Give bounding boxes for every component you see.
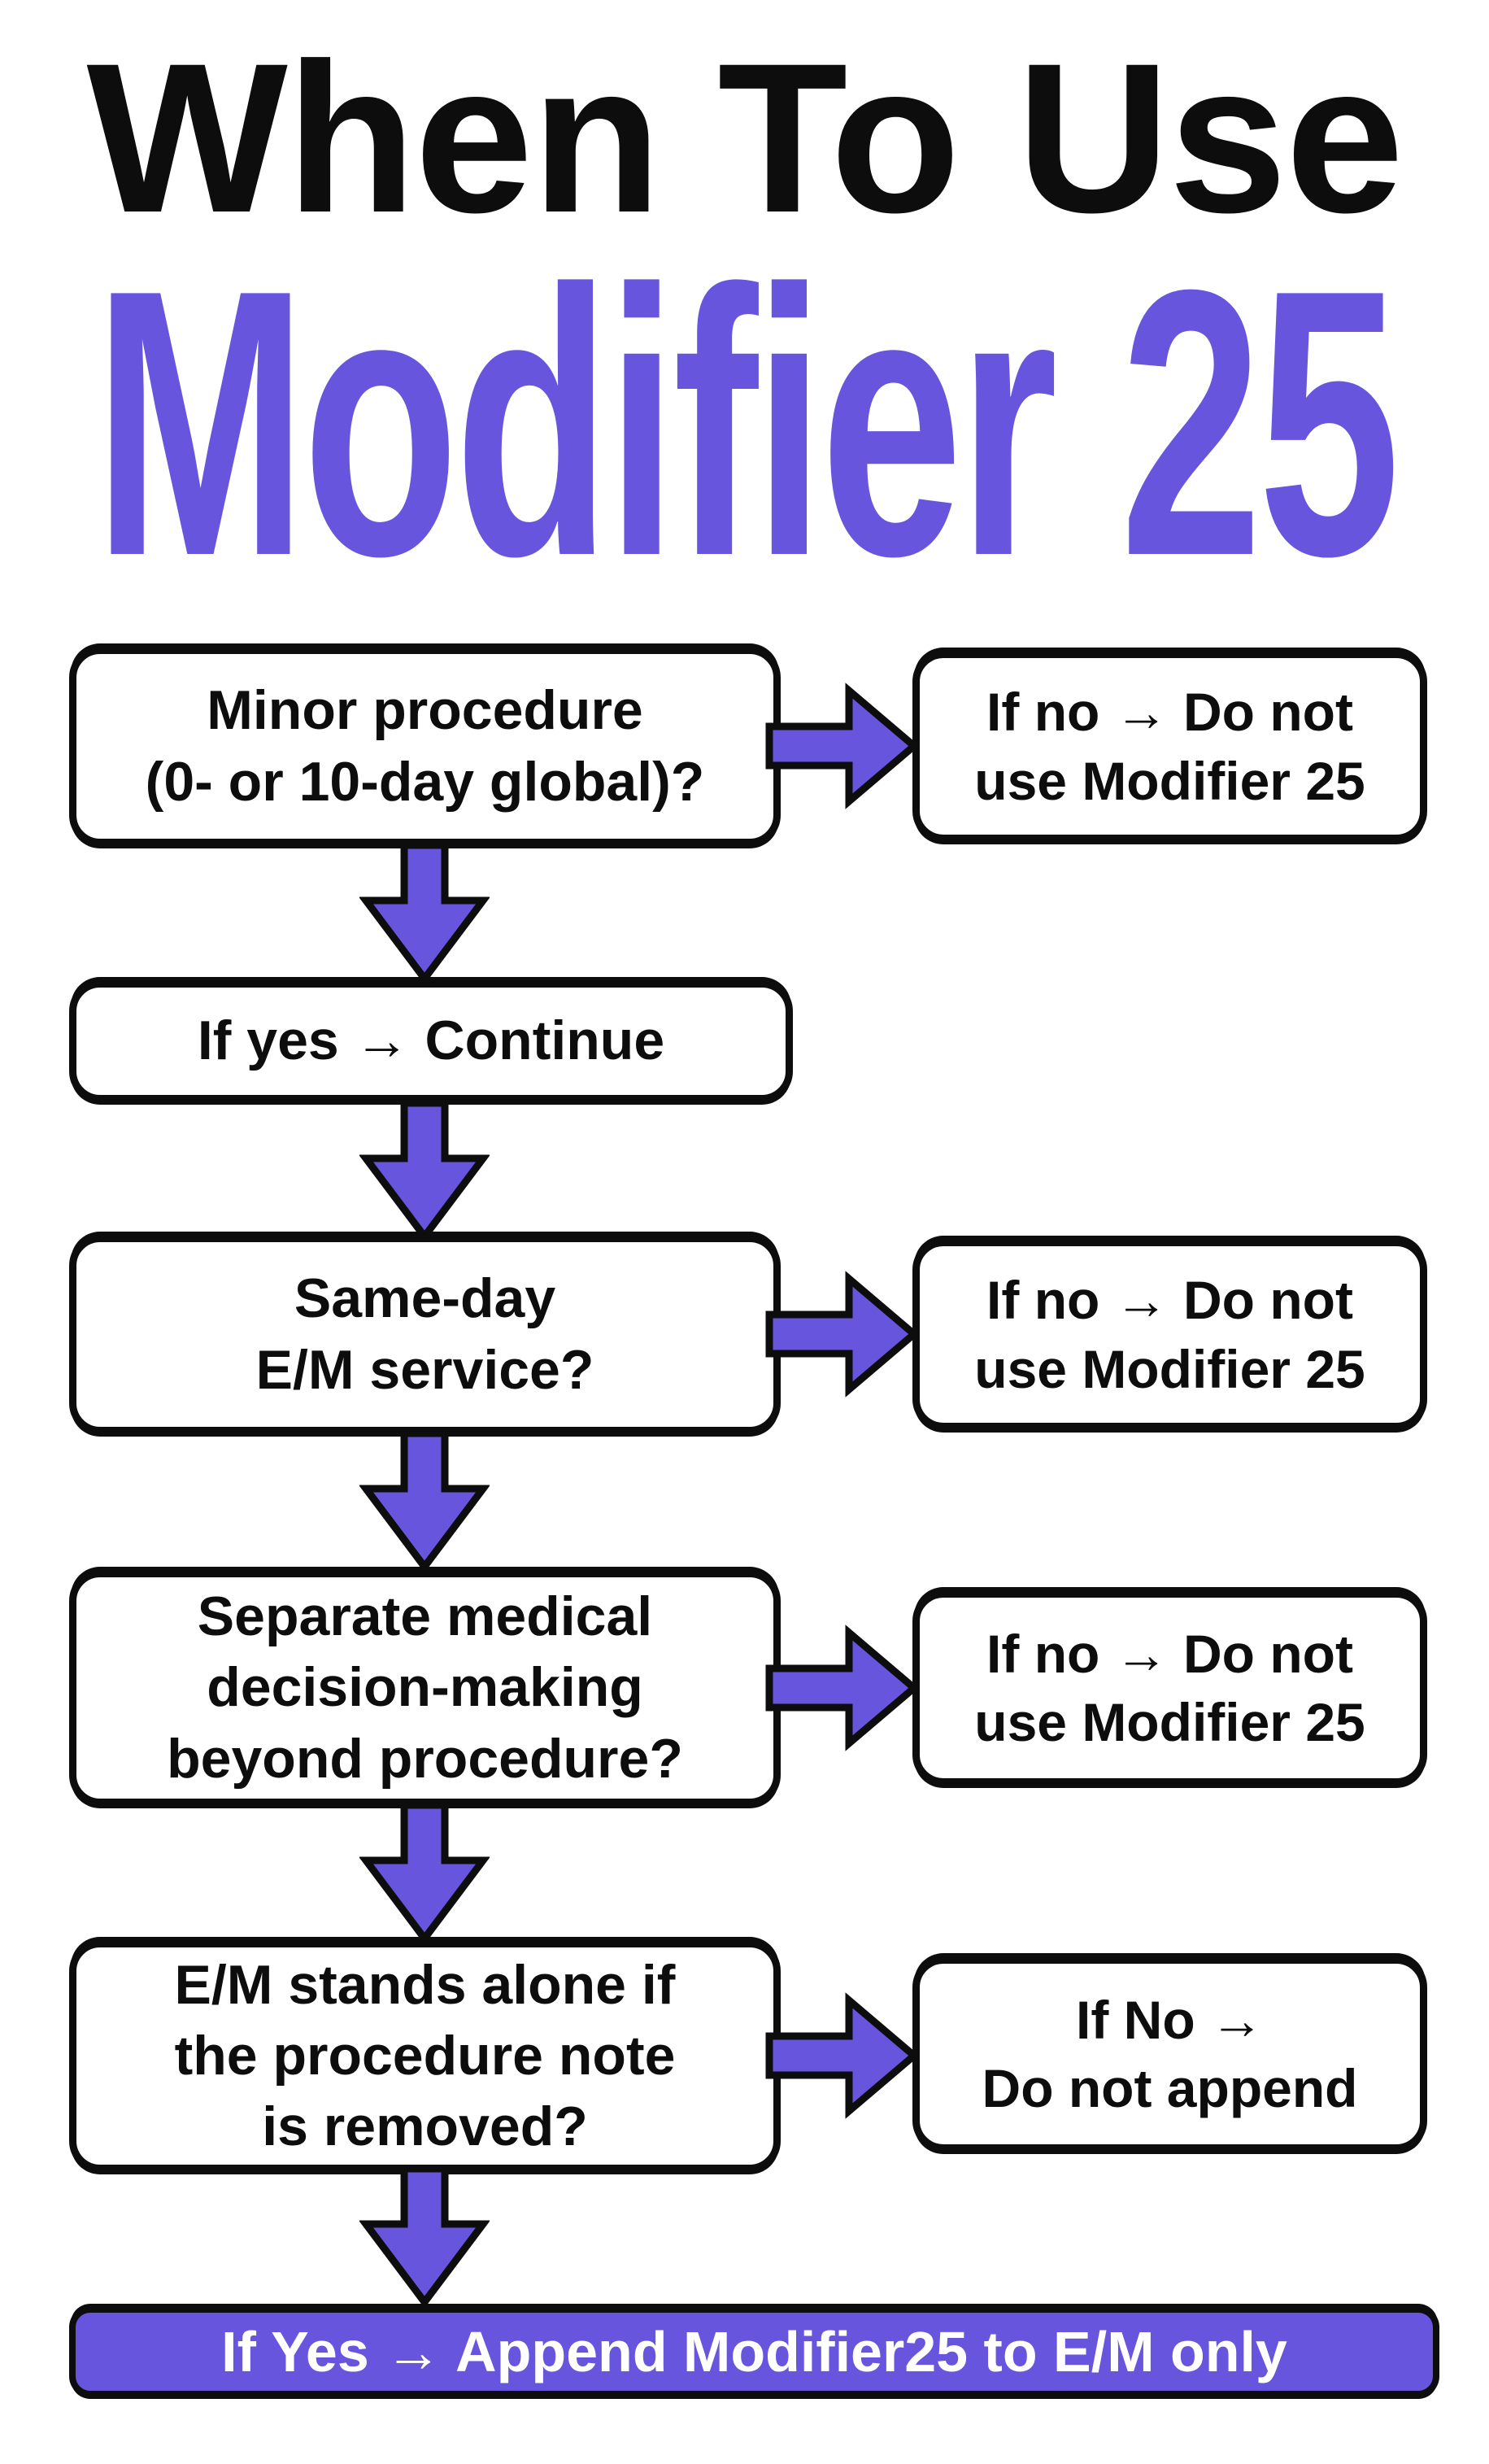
text-line: Same-day bbox=[294, 1267, 556, 1330]
text-line: use Modifier 25 bbox=[974, 750, 1365, 811]
arrow-right-icon bbox=[764, 1991, 921, 2121]
page-subtitle-wrap: Modifier 25 bbox=[0, 233, 1489, 613]
outcome-box-no-modifier-2: If no → Do not use Modifier 25 bbox=[912, 1239, 1427, 1430]
page-subtitle: Modifier 25 bbox=[93, 211, 1400, 635]
text-line: beyond procedure? bbox=[167, 1727, 683, 1790]
outcome-box-do-not-append: If No → Do not append bbox=[912, 1956, 1427, 2152]
flow-box-same-day-em: Same-day E/M service? bbox=[69, 1235, 781, 1434]
text-line: use Modifier 25 bbox=[974, 1692, 1365, 1752]
text-line: If yes → Continue bbox=[197, 1010, 665, 1072]
outcome-box-no-modifier-3: If no → Do not use Modifier 25 bbox=[912, 1590, 1427, 1786]
flow-box-separate-mdm: Separate medical decision-making beyond … bbox=[69, 1570, 781, 1806]
arrow-down-icon bbox=[359, 2164, 490, 2309]
text-line: If No → bbox=[1076, 1989, 1264, 2050]
flow-box-if-yes-continue: If yes → Continue bbox=[69, 980, 793, 1102]
text-line: is removed? bbox=[262, 2095, 588, 2158]
arrow-down-icon bbox=[359, 1428, 490, 1573]
arrow-down-icon bbox=[359, 840, 490, 985]
text-line: Minor procedure bbox=[207, 679, 643, 742]
arrow-down-icon bbox=[359, 1098, 490, 1243]
text-line: If no → Do not bbox=[986, 1623, 1353, 1684]
text-line: use Modifier 25 bbox=[974, 1338, 1365, 1399]
text-line: If no → Do not bbox=[986, 1270, 1353, 1331]
final-banner: If Yes → Append Modifier25 to E/M only bbox=[69, 2306, 1439, 2397]
flow-box-em-stands-alone: E/M stands alone if the procedure note i… bbox=[69, 1940, 781, 2172]
outcome-box-no-modifier-1: If no → Do not use Modifier 25 bbox=[912, 651, 1427, 842]
text-line: Separate medical bbox=[197, 1585, 653, 1648]
flow-box-minor-procedure: Minor procedure (0- or 10-day global)? bbox=[69, 647, 781, 846]
text-line: If no → Do not bbox=[986, 682, 1353, 743]
text-line: E/M stands alone if bbox=[174, 1953, 676, 2016]
arrow-down-icon bbox=[359, 1800, 490, 1945]
text-line: E/M service? bbox=[255, 1338, 594, 1401]
text-line: Do not append bbox=[982, 2058, 1358, 2118]
final-banner-text: If Yes → Append Modifier25 to E/M only bbox=[221, 2320, 1287, 2383]
text-line: decision-making bbox=[207, 1656, 643, 1719]
arrow-right-icon bbox=[764, 681, 921, 811]
text-line: (0- or 10-day global)? bbox=[145, 750, 705, 813]
arrow-right-icon bbox=[764, 1269, 921, 1399]
text-line: the procedure note bbox=[174, 2024, 676, 2087]
page-title: When To Use bbox=[86, 19, 1404, 257]
arrow-right-icon bbox=[764, 1623, 921, 1753]
